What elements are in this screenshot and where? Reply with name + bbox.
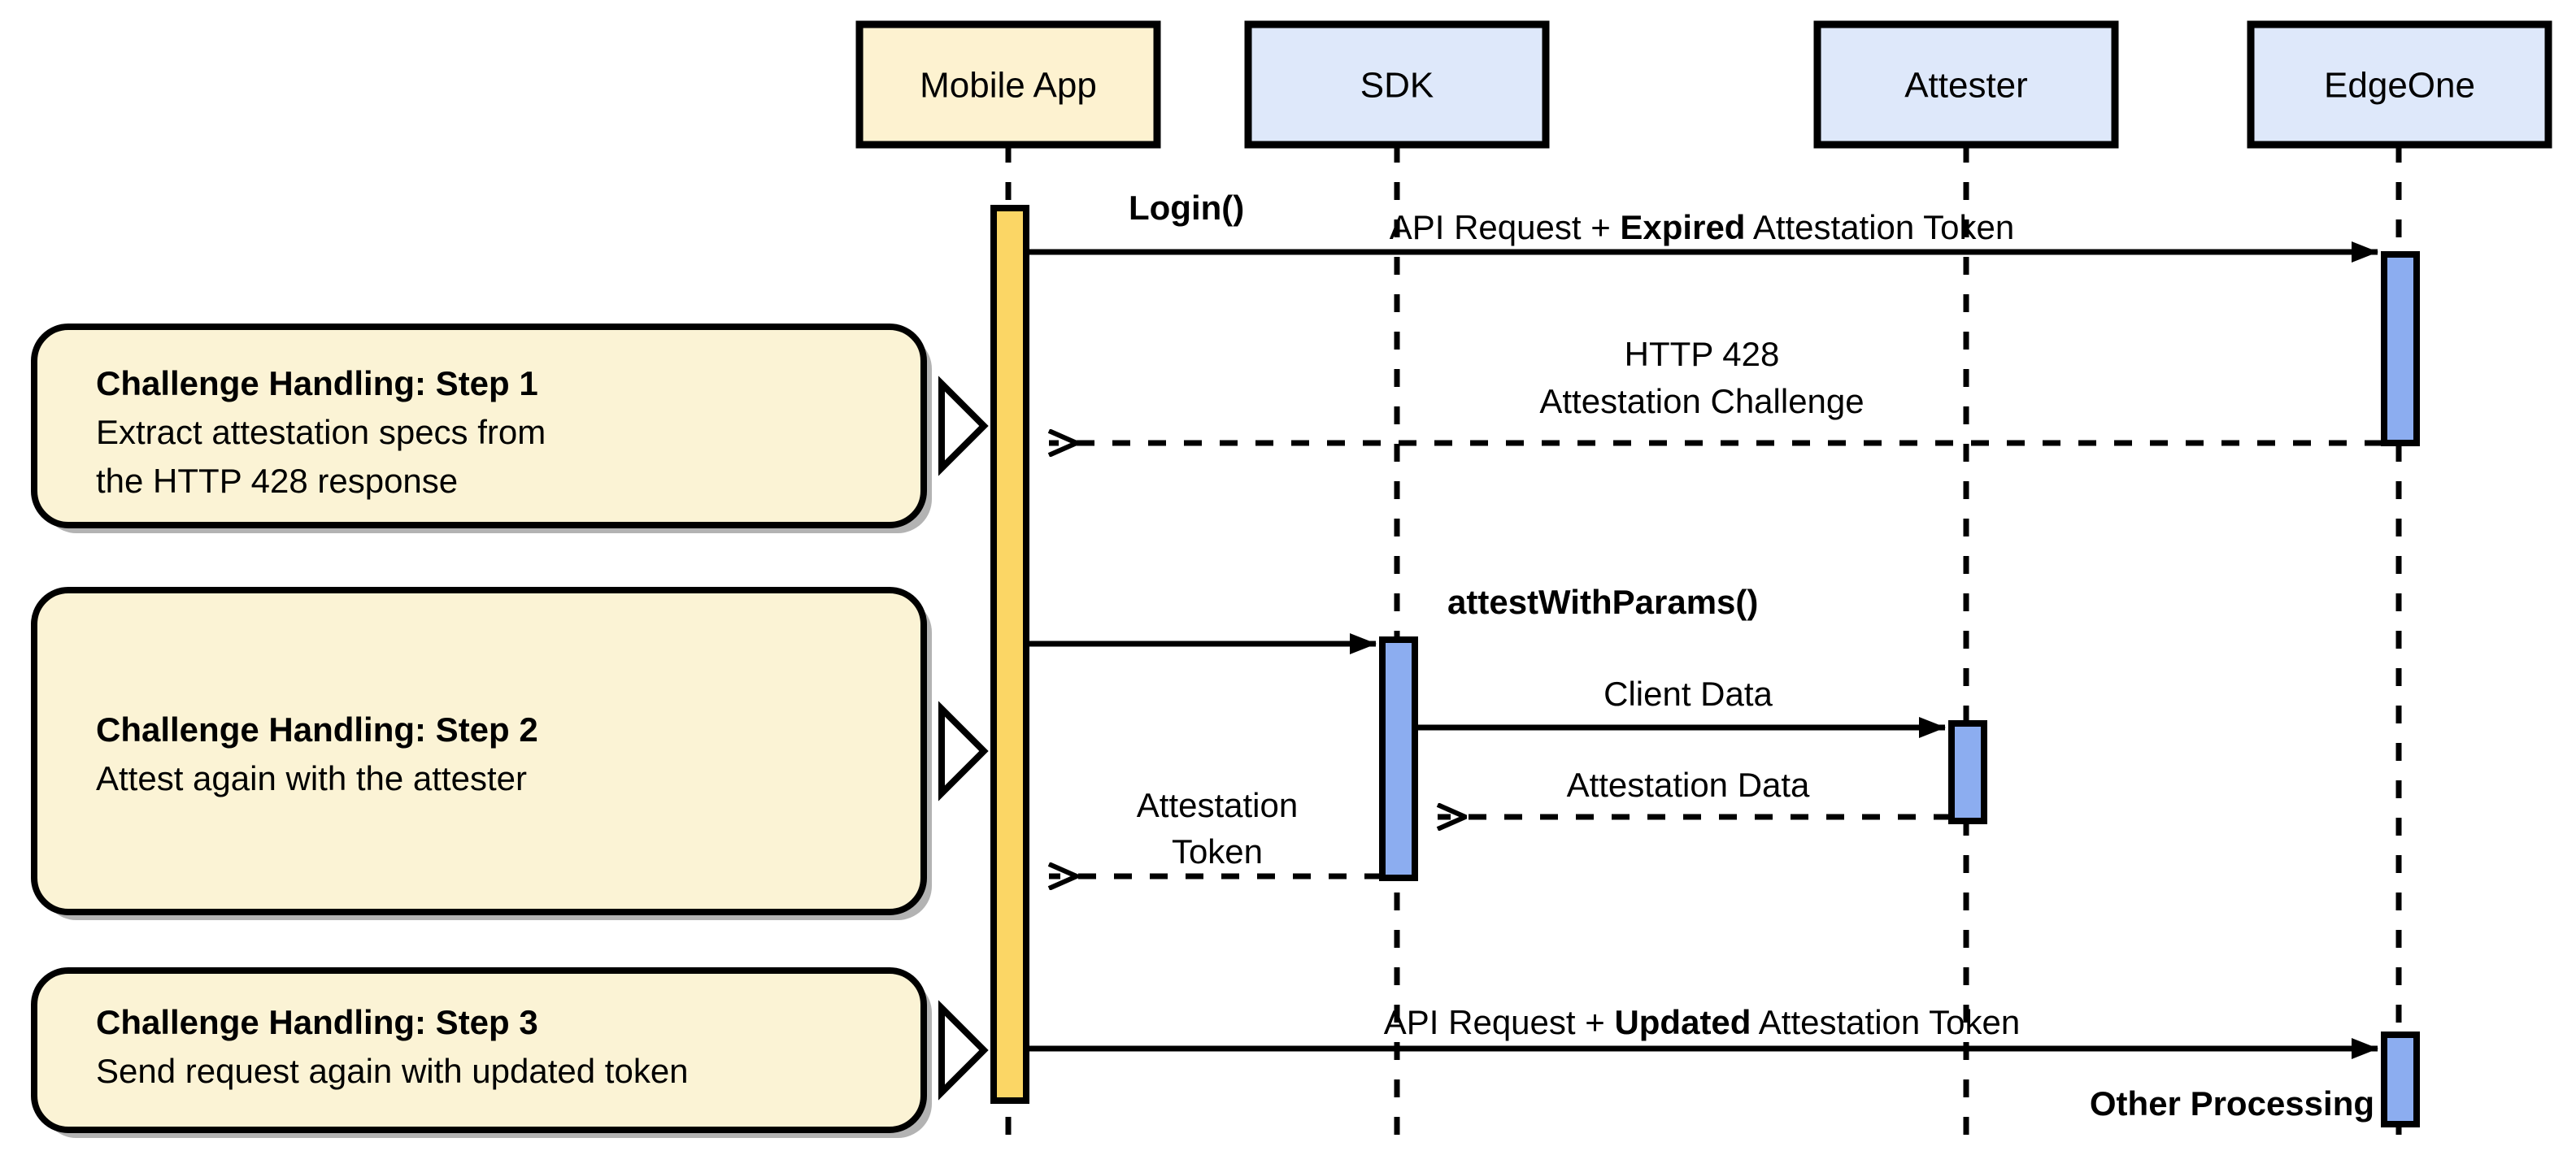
participant-attester[interactable]: Attester (1813, 20, 2119, 149)
activation-bar-mobile-app (990, 205, 1029, 1104)
note-body-step-1-line1: Extract attestation specs from (96, 413, 546, 451)
note-pointer-icon-step-2 (938, 701, 989, 801)
participant-box-attester[interactable] (1813, 20, 2119, 149)
message-label-http-428-line2: Attestation Challenge (1539, 382, 1864, 420)
msg8-part-3: Attestation Token (1751, 1003, 2020, 1041)
note-body-step-3-line1: Send request again with updated token (96, 1052, 689, 1090)
message-label-attestation-token-line2: Token (1172, 832, 1263, 871)
participant-box-mobile-app[interactable] (855, 20, 1161, 149)
note-title-step-2: Challenge Handling: Step 2 (96, 710, 538, 749)
activation-bar-attester (1948, 720, 1987, 824)
message-label-login: Login() (1129, 189, 1244, 227)
note-box-step-1[interactable] (31, 324, 927, 528)
activation-bar-edgeone-first (2381, 251, 2420, 446)
participant-box-sdk[interactable] (1244, 20, 1550, 149)
note-body-step-2-line1: Attest again with the attester (96, 759, 527, 797)
note-title-step-3: Challenge Handling: Step 3 (96, 1003, 538, 1041)
message-label-attestation-data: Attestation Data (1567, 766, 1810, 804)
note-pointer-icon-step-3 (938, 1000, 989, 1101)
note-step-3[interactable]: Challenge Handling: Step 3 Send request … (31, 967, 989, 1138)
message-label-api-request-expired: API Request + Expired Attestation Token (1390, 208, 2015, 246)
note-title-step-1: Challenge Handling: Step 1 (96, 364, 538, 402)
participant-edgeone[interactable]: EdgeOne (2247, 20, 2552, 149)
participant-label-attester: Attester (1904, 66, 2028, 106)
message-label-client-data: Client Data (1603, 675, 1773, 713)
msg2-part-1: API Request + (1390, 208, 1621, 246)
message-label-other-processing: Other Processing (2090, 1084, 2374, 1123)
activation-bar-sdk (1379, 636, 1418, 881)
participant-sdk[interactable]: SDK (1244, 20, 1550, 149)
participant-label-edgeone: EdgeOne (2324, 66, 2475, 106)
message-label-attest-with-params: attestWithParams() (1447, 583, 1758, 621)
note-pointer-icon-step-1 (938, 376, 989, 476)
note-step-1[interactable]: Challenge Handling: Step 1 Extract attes… (31, 324, 989, 533)
msg8-part-1: API Request + (1384, 1003, 1615, 1041)
msg2-part-3: Attestation Token (1745, 208, 2014, 246)
message-label-api-request-updated: API Request + Updated Attestation Token (1384, 1003, 2020, 1041)
participant-label-mobile-app: Mobile App (920, 66, 1097, 106)
note-box-step-3[interactable] (31, 967, 927, 1133)
participant-box-edgeone[interactable] (2247, 20, 2552, 149)
msg2-part-2: Expired (1620, 208, 1745, 246)
note-step-2[interactable]: Challenge Handling: Step 2 Attest again … (31, 587, 989, 920)
participant-label-sdk: SDK (1360, 66, 1434, 106)
participant-mobile-app[interactable]: Mobile App (855, 20, 1161, 149)
message-label-http-428-line1: HTTP 428 (1625, 335, 1780, 373)
msg8-part-2: Updated (1614, 1003, 1751, 1041)
activation-bar-edgeone-second (2381, 1032, 2420, 1127)
note-box-step-2[interactable] (31, 587, 927, 915)
message-label-attestation-token-line1: Attestation (1137, 786, 1298, 824)
note-body-step-1-line2: the HTTP 428 response (96, 462, 458, 500)
